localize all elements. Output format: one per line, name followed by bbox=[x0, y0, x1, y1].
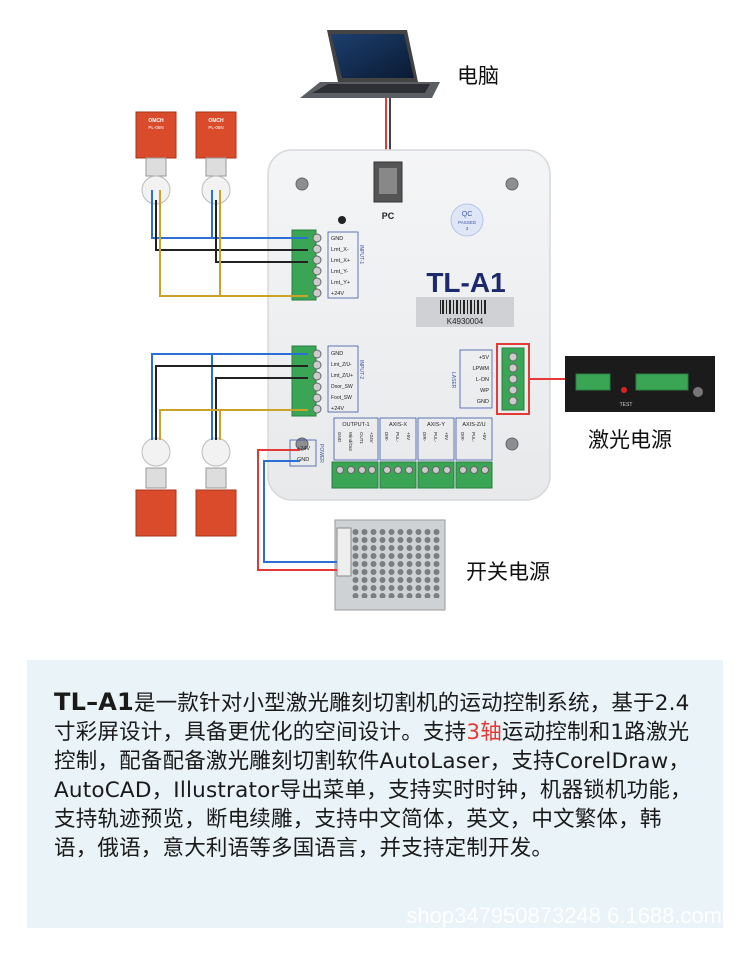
input1-pin-6: +24V bbox=[331, 291, 344, 297]
wiring-diagram: PC QC PASSED 3 TL-A1 K4930004 GND Lmt_X-… bbox=[135, 30, 715, 611]
laser-pin-1: +5V bbox=[479, 355, 489, 361]
axis-y-pin-2: PUL- bbox=[433, 432, 438, 443]
axis-y-pin-1: DIR- bbox=[422, 432, 427, 442]
power-pin-2: GND bbox=[297, 457, 309, 463]
input2-pin-6: +24V bbox=[331, 406, 344, 412]
description-panel bbox=[27, 660, 723, 928]
description-part1: 是一款针对小型激光雕刻切割机的运动控制系统，基于2.4寸彩屏设计，具备更优化的空… bbox=[54, 691, 690, 745]
sensor-model-2: PL-05N bbox=[208, 125, 223, 130]
input2-terminal bbox=[291, 345, 359, 417]
power-terminal bbox=[289, 439, 317, 467]
laser-psu-test-label: TEST bbox=[620, 402, 633, 408]
axis-x-title: AXIS-X bbox=[389, 422, 407, 428]
upper-limit-sensors bbox=[135, 111, 237, 205]
description-part2: 运动控制和1路激光控制，配备配备激光雕刻切割软件AutoLaser，支持Core… bbox=[54, 720, 692, 861]
qc-text: QC bbox=[462, 211, 473, 218]
input2-title: INPUT-2 bbox=[358, 360, 364, 379]
laser-pin-3: L-ON bbox=[476, 377, 489, 383]
sensor-brand-2: OMCH bbox=[208, 118, 224, 124]
output1-pin-2: Wind/Out bbox=[348, 432, 353, 452]
computer-label: 电脑 bbox=[457, 64, 499, 88]
sensor-brand-1: OMCH bbox=[148, 118, 164, 124]
upper-sensor-wires bbox=[151, 190, 308, 297]
input1-pin-2: Lmt_X- bbox=[331, 247, 349, 253]
laser-power-supply-image bbox=[565, 356, 715, 412]
switch-power-supply-image bbox=[334, 519, 446, 611]
input1-pin-1: GND bbox=[331, 236, 343, 242]
laser-pin-2: LPWM bbox=[473, 366, 490, 372]
input2-pin-2: Lmt_Z/U- bbox=[331, 362, 352, 368]
output1-pin-4: +24V bbox=[369, 432, 374, 443]
axis-y-title: AXIS-Y bbox=[427, 422, 445, 428]
qc-sticker bbox=[450, 203, 484, 237]
output1-title: OUTPUT-1 bbox=[342, 422, 369, 428]
sensor-model-1: PL-05N bbox=[148, 125, 163, 130]
power-pin-1: +24V bbox=[297, 446, 310, 452]
serial-barcode bbox=[416, 297, 514, 327]
input2-pin-3: Lmt_Z/U+ bbox=[331, 373, 353, 379]
output1-pin-1: GND bbox=[337, 432, 342, 443]
axis-zu-pin-2: PUL- bbox=[471, 432, 476, 443]
laser-pin-5: GND bbox=[477, 399, 489, 405]
description-text: TL–A1是一款针对小型激光雕刻切割机的运动控制系统，基于2.4寸彩屏设计，具备… bbox=[54, 688, 704, 863]
output-terminals bbox=[331, 417, 493, 489]
axis-x-pin-3: +5V bbox=[406, 432, 411, 440]
power-wires bbox=[257, 449, 337, 571]
laser-power-label: 激光电源 bbox=[588, 428, 672, 452]
pc-port-label: PC bbox=[382, 211, 395, 221]
power-title: POWER bbox=[318, 444, 324, 463]
watermark: shop347950873248 6.1688.com bbox=[406, 903, 722, 928]
qc-passed-text: PASSED bbox=[458, 220, 477, 225]
switch-power-label: 开关电源 bbox=[466, 560, 550, 584]
controller-board bbox=[267, 149, 551, 501]
serial-number: K4930004 bbox=[447, 317, 484, 326]
axis-zu-pin-3: +5V bbox=[482, 432, 487, 440]
laser-pin-4: WP bbox=[480, 388, 489, 394]
input2-pin-1: GND bbox=[331, 351, 343, 357]
input1-terminal bbox=[291, 229, 359, 301]
axis-x-pin-1: DIR- bbox=[384, 432, 389, 442]
qc-number-text: 3 bbox=[466, 226, 469, 231]
input1-title: INPUT-1 bbox=[358, 245, 364, 264]
axis-x-pin-2: PUL- bbox=[395, 432, 400, 443]
lower-sensor-wires bbox=[151, 353, 308, 440]
laptop-image bbox=[300, 30, 440, 98]
input2-pin-5: Foot_SW bbox=[331, 395, 352, 401]
input1-pin-4: Lmt_Y- bbox=[331, 269, 348, 275]
axis-y-pin-3: +5V bbox=[444, 432, 449, 440]
output1-pin-3: OUT1 bbox=[359, 432, 364, 444]
laser-title: LASER bbox=[450, 372, 456, 389]
description-title: TL–A1 bbox=[54, 688, 134, 716]
model-label: TL-A1 bbox=[426, 267, 505, 298]
input1-pin-3: Lmt_X+ bbox=[331, 258, 350, 264]
input1-pin-5: Lmt_Y+ bbox=[331, 280, 350, 286]
description-highlight: 3轴 bbox=[466, 720, 502, 745]
axis-zu-pin-1: DIR- bbox=[460, 432, 465, 442]
lower-limit-sensors bbox=[135, 437, 237, 537]
input2-pin-4: Door_SW bbox=[331, 384, 353, 390]
axis-zu-title: AXIS-Z/U bbox=[462, 422, 485, 428]
